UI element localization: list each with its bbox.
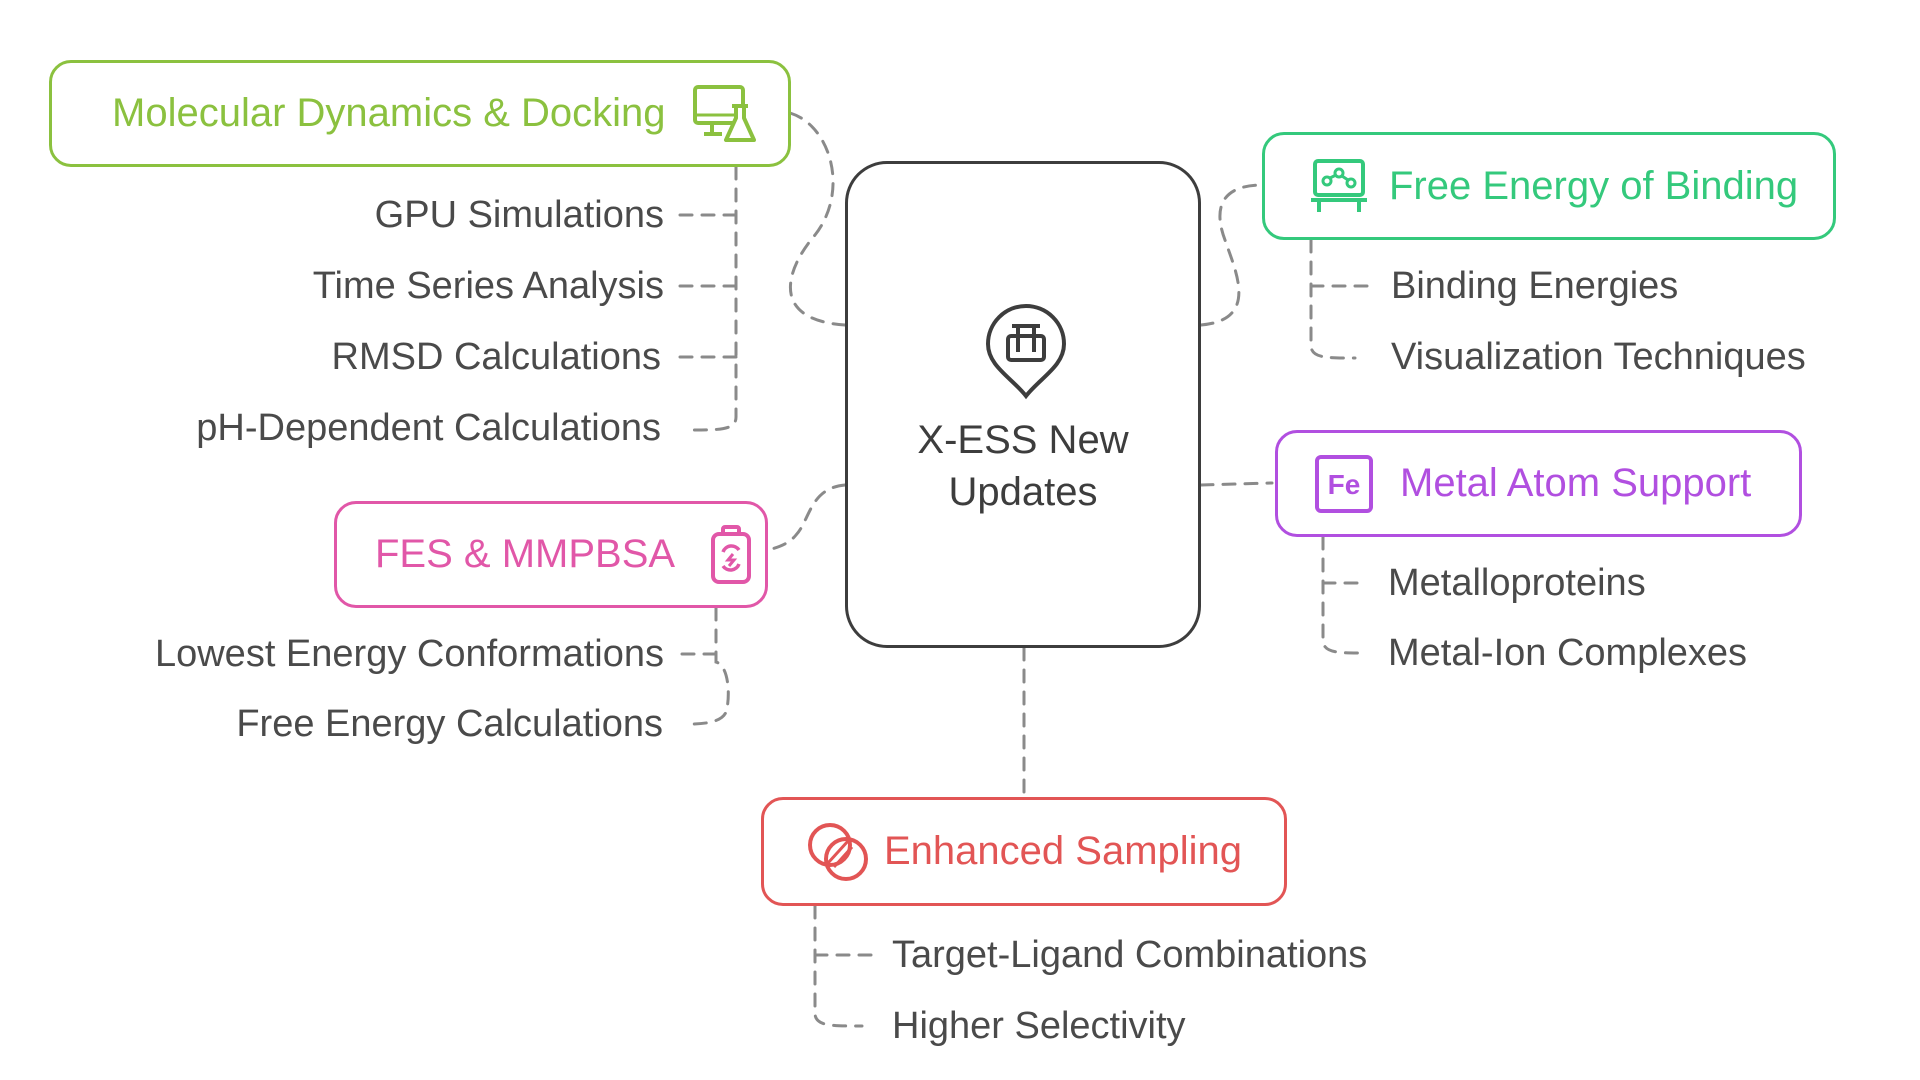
fes-item-free-energy-calculations: Free Energy Calculations — [236, 703, 663, 745]
branch-molecular-title: Molecular Dynamics & Docking — [112, 91, 666, 135]
fes-item-lowest-energy-conformations: Lowest Energy Conformations — [154, 633, 664, 675]
branch-free-energy-of-binding[interactable]: Free Energy of Binding — [1262, 132, 1836, 240]
binding-item-binding-energies: Binding Energies — [1391, 265, 1679, 307]
sampling-item-target-ligand-combinations: Target-Ligand Combinations — [892, 934, 1368, 976]
central-topic-title: X-ESS New Updates — [848, 414, 1198, 518]
fe-element-symbol: Fe — [1328, 469, 1361, 500]
branch-sampling-title: Enhanced Sampling — [884, 829, 1243, 873]
desk-chart-icon — [1309, 158, 1369, 214]
molecular-item-rmsd-calculations: RMSD Calculations — [331, 336, 661, 378]
central-topic-title-line2: Updates — [948, 470, 1098, 514]
binding-item-visualization-techniques: Visualization Techniques — [1391, 336, 1806, 378]
molecular-item-ph-dependent-calculations: pH-Dependent Calculations — [196, 407, 661, 449]
molecular-item-gpu-simulations: GPU Simulations — [374, 194, 664, 236]
sampling-item-higher-selectivity: Higher Selectivity — [892, 1005, 1186, 1047]
branch-molecular-dynamics-docking[interactable]: Molecular Dynamics & Docking — [49, 60, 791, 167]
branch-enhanced-sampling[interactable]: Enhanced Sampling — [761, 797, 1287, 906]
fe-element-icon: Fe — [1314, 454, 1374, 514]
branch-metal-title: Metal Atom Support — [1400, 461, 1752, 505]
central-topic-box[interactable]: X-ESS New Updates — [845, 161, 1201, 648]
metal-item-metalloproteins: Metalloproteins — [1388, 562, 1646, 604]
central-topic-title-line1: X-ESS New — [917, 418, 1129, 462]
overlapping-circles-icon — [806, 821, 870, 883]
branch-binding-title: Free Energy of Binding — [1389, 163, 1799, 208]
branch-metal-atom-support[interactable]: Fe Metal Atom Support — [1275, 430, 1802, 537]
battery-cycle-icon — [707, 524, 755, 586]
monitor-flask-icon — [692, 84, 756, 144]
molecular-item-time-series-analysis: Time Series Analysis — [312, 265, 664, 307]
metal-item-metal-ion-complexes: Metal-Ion Complexes — [1388, 632, 1748, 674]
branch-fes-title: FES & MMPBSA — [375, 532, 676, 576]
branch-fes-mmpbsa[interactable]: FES & MMPBSA — [334, 501, 768, 608]
test-tubes-pin-icon — [982, 304, 1070, 405]
